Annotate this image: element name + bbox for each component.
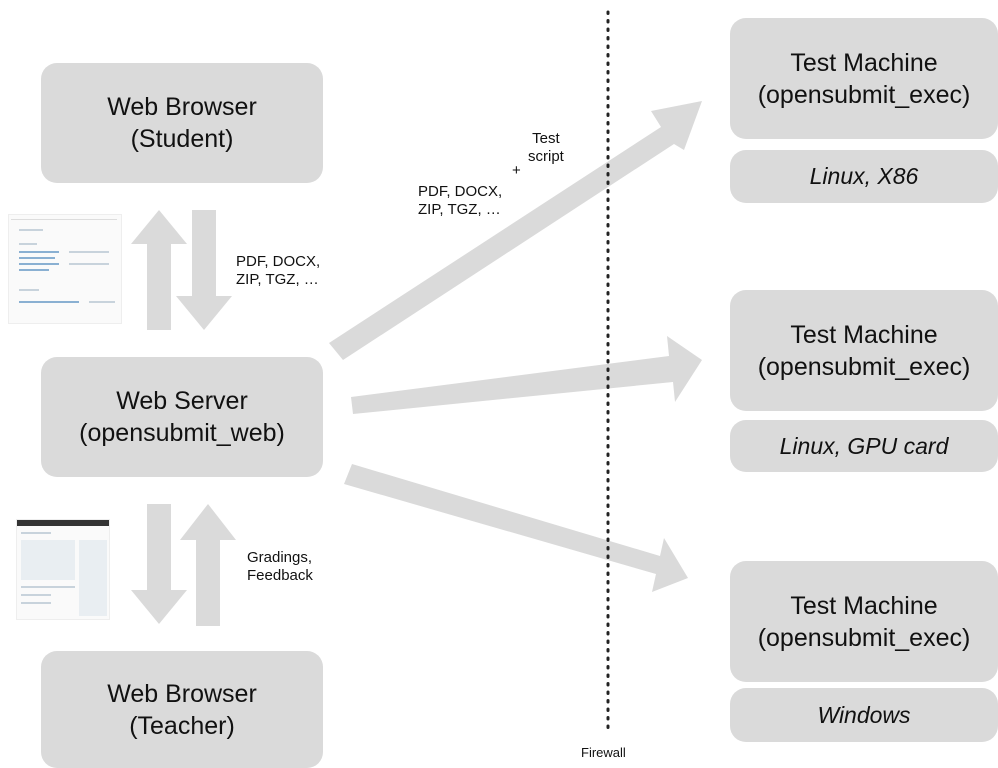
node-title: Test Machine <box>790 591 938 620</box>
label-line: PDF, DOCX, <box>418 183 503 200</box>
test-machine-2-box: Test Machine (opensubmit_exec) <box>730 290 998 411</box>
label-line: Test <box>532 130 560 147</box>
node-subtitle: (opensubmit_exec) <box>757 623 971 652</box>
arrow-server-to-machine-1 <box>329 101 702 360</box>
node-subtitle: (opensubmit_exec) <box>757 80 971 109</box>
label-line: script <box>528 148 564 165</box>
os-label: Linux, X86 <box>809 163 919 189</box>
node-title: Web Browser <box>107 93 257 121</box>
teacher-ui-thumbnail <box>16 519 110 620</box>
test-machine-2-os-box: Linux, GPU card <box>730 420 998 472</box>
os-label: Linux, GPU card <box>779 432 949 459</box>
node-subtitle: (opensubmit_exec) <box>757 352 971 381</box>
node-subtitle: (Teacher) <box>129 711 235 740</box>
label-line: PDF, DOCX, <box>236 253 321 270</box>
node-subtitle: (Student) <box>130 125 234 153</box>
arrow-student-to-server <box>176 210 232 330</box>
label-line: ZIP, TGZ, … <box>418 201 501 218</box>
label-line: ZIP, TGZ, … <box>236 271 319 288</box>
test-machine-1-os-box: Linux, X86 <box>730 150 998 203</box>
node-title: Test Machine <box>790 320 938 349</box>
label-line: Feedback <box>247 567 313 584</box>
arrow-server-to-teacher <box>131 504 187 624</box>
teacher-feedback-label: Gradings, Feedback <box>247 549 313 585</box>
student-upload-label: PDF, DOCX, ZIP, TGZ, … <box>236 253 320 289</box>
student-ui-thumbnail <box>8 214 122 324</box>
browser-student-box: Web Browser (Student) <box>41 63 323 183</box>
test-machine-3-os-box: Windows <box>730 688 998 742</box>
node-title: Web Browser <box>107 679 257 708</box>
node-title: Web Server <box>116 387 248 415</box>
web-server-box: Web Server (opensubmit_web) <box>41 357 323 477</box>
label-line: Gradings, <box>247 549 313 566</box>
firewall-label: Firewall <box>581 745 626 760</box>
exec-plus-sign: + <box>512 162 521 179</box>
arrow-server-to-machine-3 <box>344 464 688 592</box>
node-subtitle: (opensubmit_web) <box>79 419 285 447</box>
test-machine-3-box: Test Machine (opensubmit_exec) <box>730 561 998 682</box>
os-label: Windows <box>817 701 911 728</box>
test-machine-1-box: Test Machine (opensubmit_exec) <box>730 18 998 139</box>
node-title: Test Machine <box>790 48 938 77</box>
arrow-server-to-machine-2 <box>351 336 702 414</box>
arrow-teacher-to-server <box>180 504 236 626</box>
exec-payload-label: PDF, DOCX, ZIP, TGZ, … <box>418 183 502 219</box>
test-script-label: Test script <box>528 130 564 166</box>
browser-teacher-box: Web Browser (Teacher) <box>41 651 323 768</box>
arrow-server-to-student <box>131 210 187 330</box>
